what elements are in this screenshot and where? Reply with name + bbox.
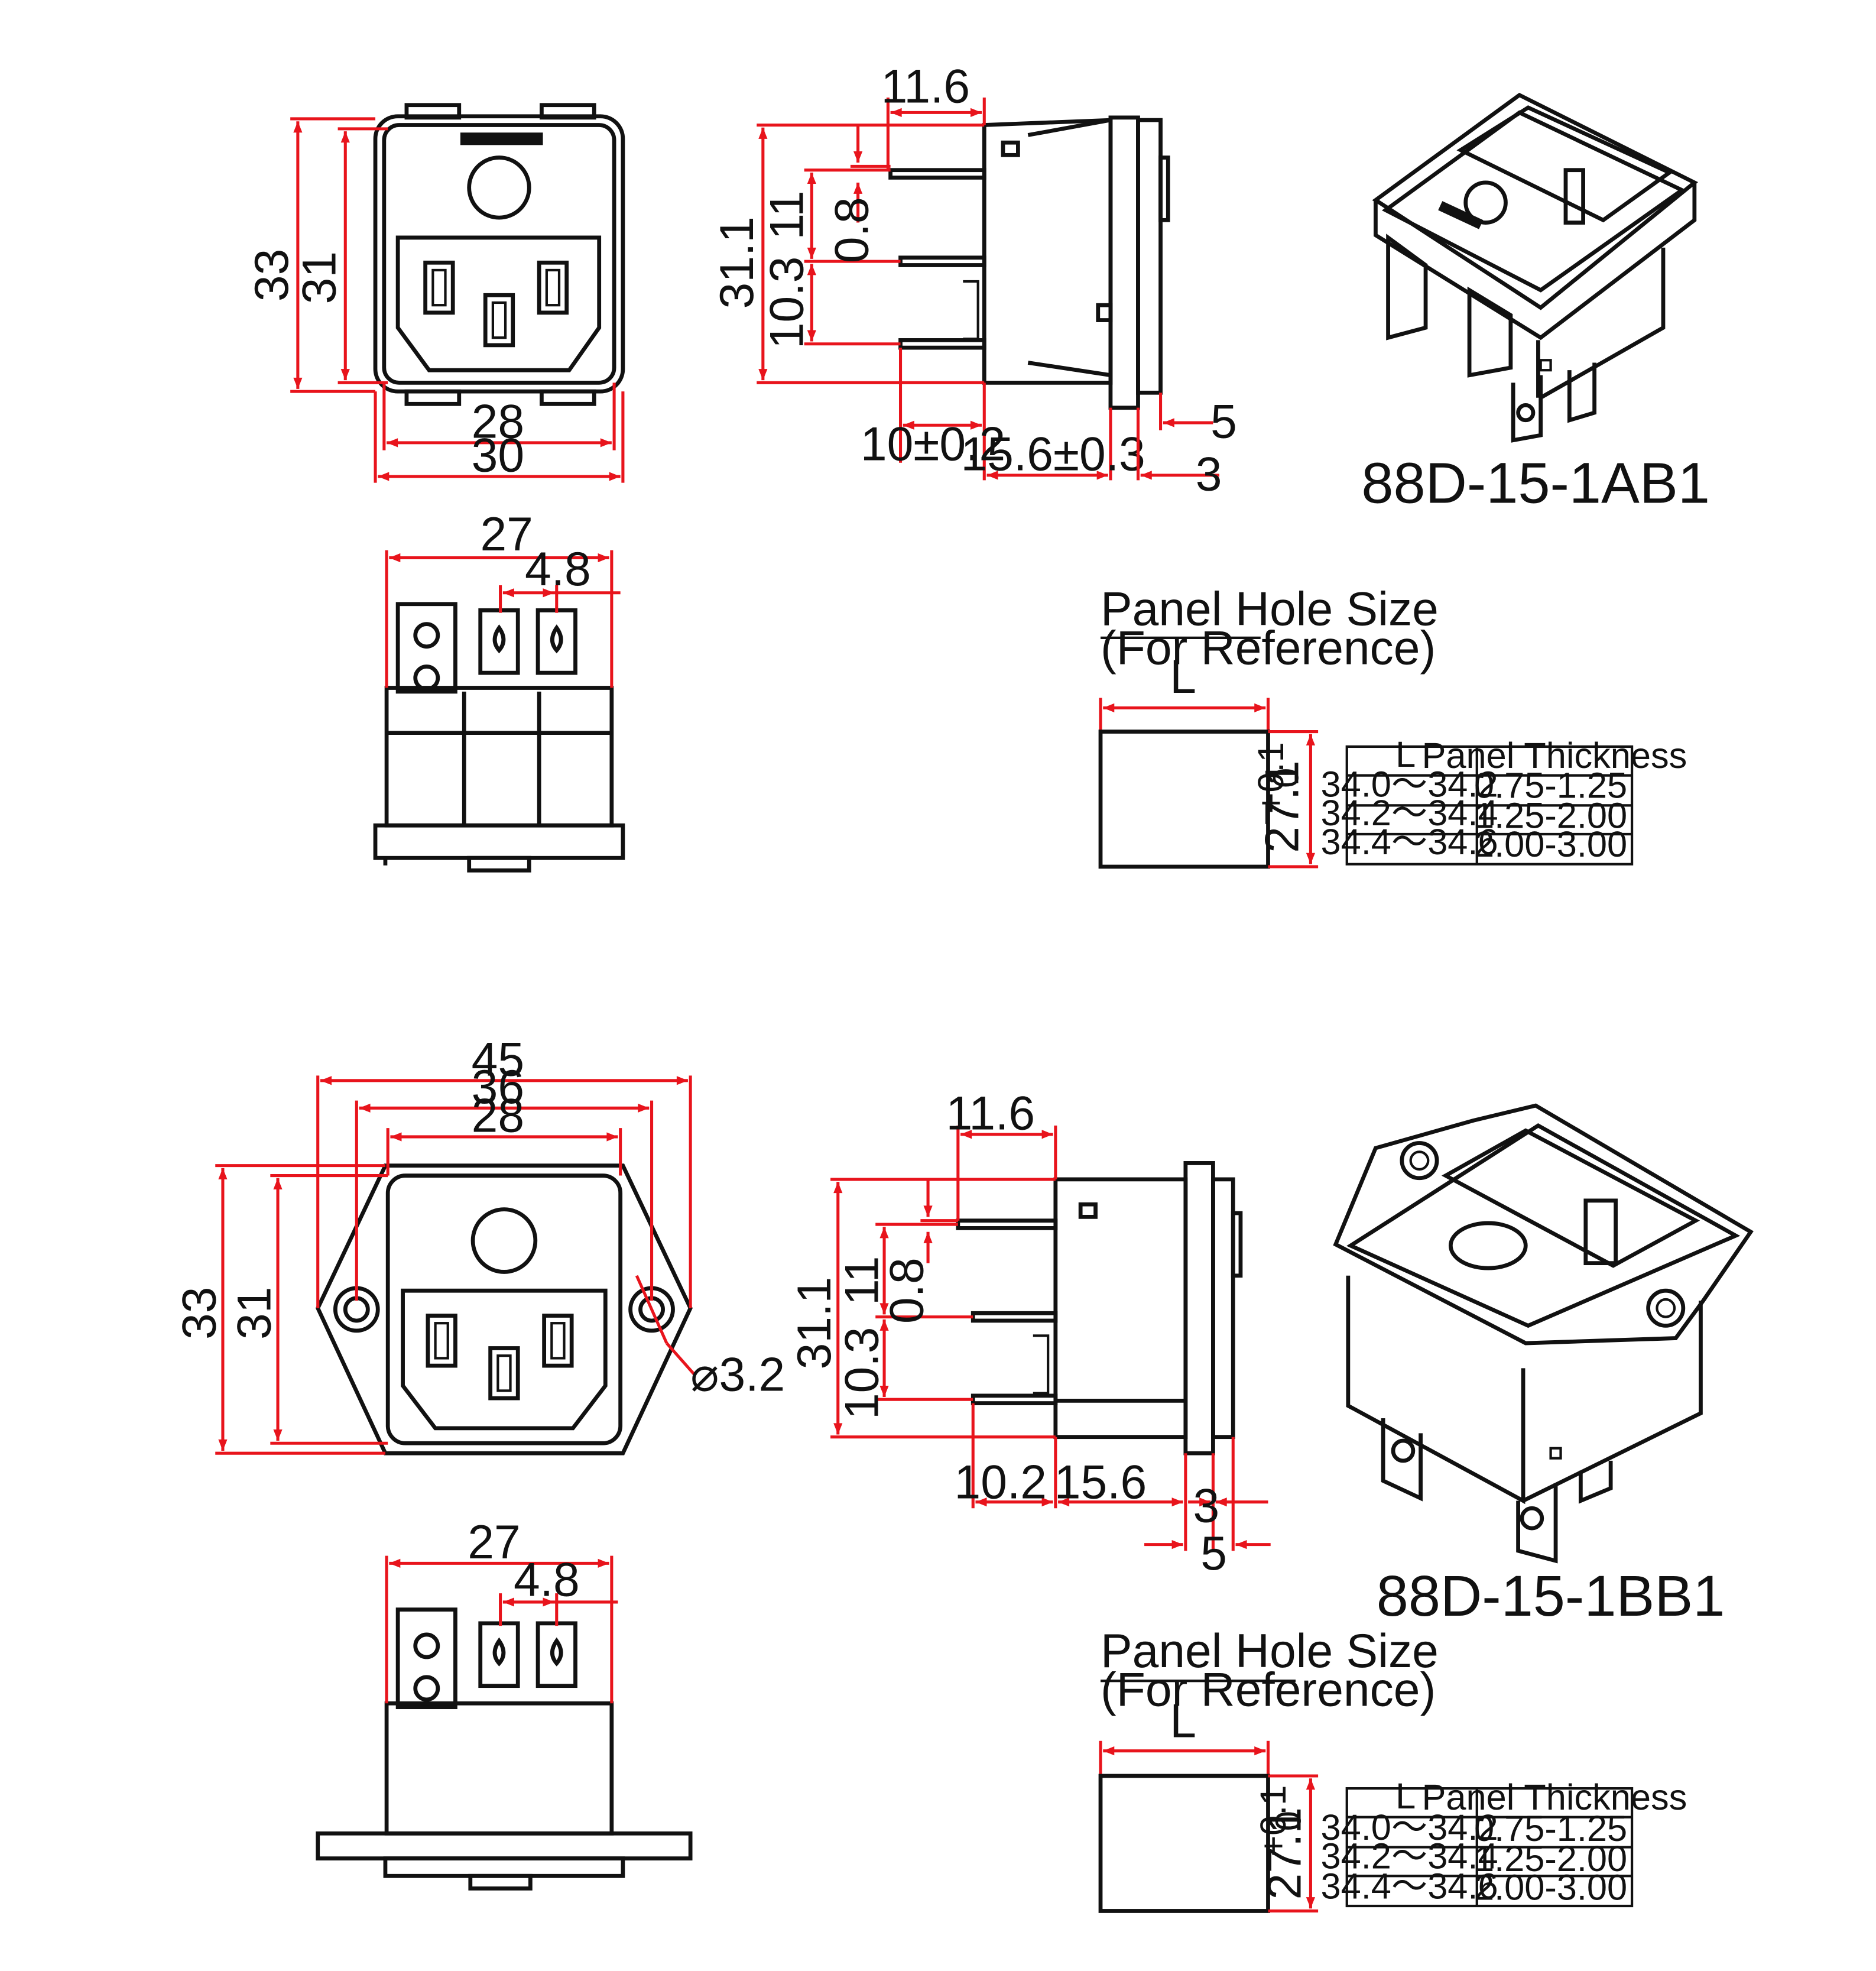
bb1-panel-hole: Panel Hole Size (For Reference) L 27.1 +… [1098, 1625, 1439, 1913]
bb1-model-label: 88D-15-1BB1 [1377, 1564, 1725, 1628]
ab1-table-row-2-thk: 1.25-2.00 [1474, 795, 1627, 835]
bb1-dim-body-len: 15.6 [1054, 1455, 1147, 1509]
ab1-table-row-3-l: 34.4～34.6 [1321, 821, 1498, 862]
bb1-dim-flange-3: 3 [1193, 1480, 1220, 1533]
bb1-dim-hole-diameter: ⌀3.2 [690, 1348, 785, 1401]
bb1-thickness-table: L Panel Thickness 34.0～34.2 0.75-1.25 34… [1321, 1775, 1687, 1907]
bb1-panel-subtitle: (For Reference) [1101, 1664, 1436, 1717]
ab1-dim-height-outer: 33 [245, 249, 298, 302]
bb1-table-row-3-l: 34.4～34.6 [1321, 1865, 1498, 1906]
ab1-table-header-l: L [1395, 734, 1416, 774]
ab1-panel-title: Panel Hole Size [1101, 583, 1439, 636]
bb1-table-row-2-l: 34.2～34.4 [1321, 1836, 1498, 1876]
bb1-dim-pin-thk: 0.8 [881, 1257, 934, 1324]
ab1-thickness-table: L Panel Thickness 34.0～34.2 0.75-1.25 34… [1321, 734, 1687, 865]
ab1-front-view: 33 31 28 30 [245, 103, 625, 483]
ab1-dim-width-inner: 28 [472, 395, 524, 448]
ab1-dim-total-h: 31.1 [710, 216, 764, 309]
bb1-table-header-l: L [1395, 1775, 1416, 1816]
bb1-panel-height-label: 27.1 [1258, 1807, 1311, 1899]
bb1-iso-view [1333, 1103, 1754, 1564]
bb1-dim-width-total: 45 [472, 1033, 524, 1086]
bb1-dim-bottom-width: 27 [468, 1516, 520, 1569]
bb1-socket-pin-center [488, 1346, 520, 1401]
bb1-front-view: 45 36 28 33 31 ⌀3.2 [173, 1033, 785, 1455]
bb1-table-row-3-thk: 2.00-3.00 [1474, 1866, 1627, 1907]
ab1-dim-pin-spacing: 10.3 [761, 257, 814, 349]
bb1-bottom-view: 27 4.8 [316, 1516, 693, 1891]
bb1-dim-pin-gap: 11 [835, 1256, 888, 1305]
bb1-panel-title: Panel Hole Size [1101, 1625, 1439, 1678]
ab1-dim-flange-3: 3 [1196, 448, 1222, 501]
bb1-socket-pin-left [426, 1314, 457, 1368]
socket-pin-right [537, 260, 569, 315]
ab1-dim-body-len: 15.6±0.3 [960, 427, 1145, 481]
brand-mark [460, 132, 543, 145]
bb1-dim-width-inner: 28 [472, 1090, 524, 1143]
socket-pin-center [483, 293, 515, 348]
bb1-dim-top-len: 11.6 [946, 1087, 1035, 1140]
socket-pin-left [423, 260, 455, 315]
ab1-dim-height-inner: 31 [293, 251, 346, 304]
ab1-panel-height-label: 27.1 [1255, 760, 1309, 852]
ab1-table-row-1-thk: 0.75-1.25 [1474, 765, 1627, 806]
ab1-table-row-1-l: 34.0～34.2 [1321, 764, 1498, 805]
bb1-table-row-1-l: 34.0～34.2 [1321, 1807, 1498, 1847]
ab1-side-view: 11.6 31.1 11 10.3 0.8 10±0.2 15.6±0.3 5 … [710, 60, 1237, 501]
ab1-dim-pin-thk: 0.8 [826, 197, 879, 263]
ab1-iso-view [1372, 92, 1699, 443]
ab1-model-label: 88D-15-1AB1 [1361, 450, 1710, 515]
ab1-panel-tol-plus: +0.1 [1250, 742, 1291, 813]
ab1-panel-tol-minus: 0 [1265, 768, 1306, 788]
bb1-dim-height-outer: 33 [173, 1287, 226, 1340]
bb1-dim-total-h: 31.1 [788, 1277, 841, 1369]
bb1-table-row-2-thk: 1.25-2.00 [1474, 1838, 1627, 1879]
bb1-table-header-thickness: Panel Thickness [1422, 1777, 1687, 1817]
ab1-panel-subtitle: (For Reference) [1101, 621, 1436, 675]
bb1-dim-width-holes: 36 [472, 1061, 524, 1114]
bb1-dim-height-inner: 31 [228, 1287, 281, 1340]
bb1-side-view: 11.6 31.1 11 10.3 0.8 10.2 15.6 3 5 [788, 1087, 1271, 1580]
bb1-dim-flange-5: 5 [1200, 1527, 1227, 1580]
bb1-table-row-1-thk: 0.75-1.25 [1474, 1808, 1627, 1849]
ab1-bottom-view: 27 4.8 [373, 508, 625, 873]
bb1-panel-tol-minus: 0 [1267, 1811, 1308, 1831]
ab1-dim-flange-5: 5 [1210, 395, 1237, 448]
ab1-panel-width-label: L [1170, 650, 1196, 704]
ab1-table-row-3-thk: 2.00-3.00 [1474, 824, 1627, 864]
ab1-dim-bottom-width: 27 [480, 508, 533, 561]
ab1-dim-width-outer: 30 [472, 429, 524, 482]
bb1-dim-pitch: 4.8 [514, 1553, 580, 1606]
ab1-dim-pin-gap: 11 [761, 190, 814, 239]
ab1-dim-pitch: 4.8 [525, 543, 591, 596]
bb1-socket-pin-right [542, 1314, 574, 1368]
ab1-dim-pin-len: 10±0.2 [861, 417, 1005, 471]
bb1-dim-pin-spacing: 10.3 [835, 1327, 888, 1419]
ab1-table-row-2-l: 34.2～34.4 [1321, 792, 1498, 833]
bb1-panel-tol-plus: +0.1 [1252, 1785, 1293, 1857]
bb1-panel-width-label: L [1170, 1694, 1196, 1748]
ab1-dim-top-len: 11.6 [881, 60, 970, 113]
bb1-dim-pin-len: 10.2 [955, 1455, 1047, 1509]
ab1-table-header-thickness: Panel Thickness [1422, 735, 1687, 776]
ab1-panel-hole: Panel Hole Size (For Reference) L 27.1 +… [1098, 583, 1439, 869]
